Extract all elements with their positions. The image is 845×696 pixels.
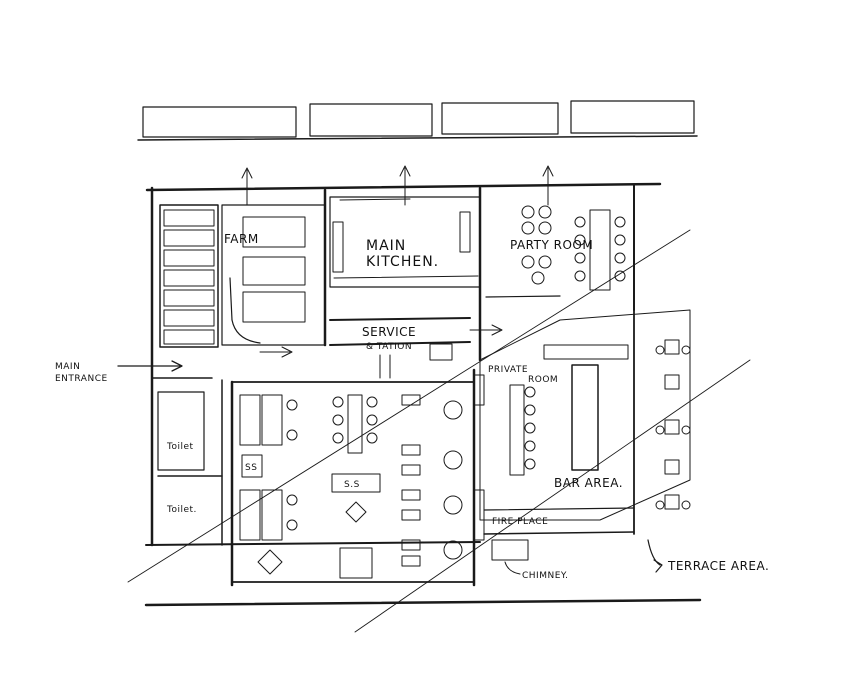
main-kitchen: MAIN KITCHEN. bbox=[329, 196, 481, 346]
fire-place: FIRE PLACE CHIMNEY. bbox=[473, 489, 635, 581]
terrace-area: TERRACE AREA. bbox=[633, 309, 769, 573]
farm-area: FARM bbox=[159, 188, 327, 348]
dining-chairs bbox=[286, 396, 463, 560]
main-kitchen-label-2: KITCHEN. bbox=[366, 254, 439, 270]
circulation-arrows bbox=[241, 165, 554, 358]
party-chairs bbox=[521, 205, 626, 285]
service-label-1: SERVICE bbox=[362, 325, 416, 339]
terrace-tables bbox=[655, 339, 691, 510]
private-room-label-1: PRIVATE bbox=[488, 365, 528, 375]
fire-place-label: FIRE PLACE bbox=[492, 517, 548, 527]
main-kitchen-label-1: MAIN bbox=[366, 238, 406, 254]
bar-and-private-room: PRIVATE ROOM BAR AREA. bbox=[473, 309, 691, 521]
dining-area: SS S.S bbox=[230, 368, 476, 587]
service-label-2: & TATION bbox=[366, 342, 412, 352]
toilets: Toilet Toilet. bbox=[157, 379, 223, 546]
bar-area-label: BAR AREA. bbox=[554, 476, 623, 490]
terrace-area-label: TERRACE AREA. bbox=[667, 559, 769, 573]
service-station: SERVICE & TATION bbox=[362, 325, 453, 379]
toilet-label-2: Toilet. bbox=[166, 505, 197, 515]
farm-label: FARM bbox=[224, 232, 259, 246]
ss-label-1: SS bbox=[245, 463, 257, 473]
main-entrance-label-2: ENTRANCE bbox=[55, 374, 108, 384]
toilet-label-1: Toilet bbox=[166, 442, 194, 452]
dining-tables bbox=[401, 394, 421, 567]
private-room-label-2: ROOM bbox=[528, 375, 558, 385]
hedge-row bbox=[137, 100, 698, 141]
chimney-label: CHIMNEY. bbox=[522, 571, 568, 581]
ss-label-2: S.S bbox=[344, 480, 360, 490]
party-room-label: PARTY ROOM bbox=[510, 238, 593, 252]
bar-stools bbox=[524, 386, 536, 470]
building-outline bbox=[144, 182, 702, 607]
section-lines bbox=[127, 229, 751, 633]
main-entrance: MAIN ENTRANCE bbox=[55, 360, 213, 384]
party-room: PARTY ROOM bbox=[478, 186, 626, 362]
main-entrance-label-1: MAIN bbox=[55, 362, 80, 372]
